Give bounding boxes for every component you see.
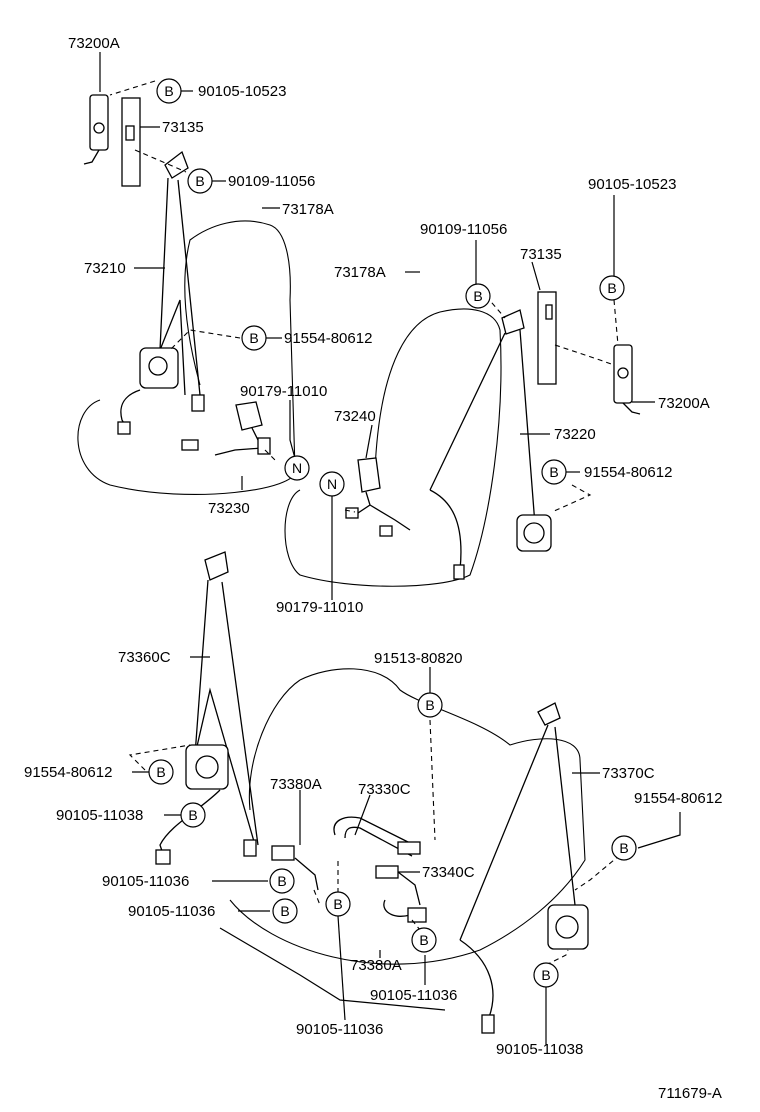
leader-lines <box>99 52 681 1045</box>
label-91554-80612-right: 91554-80612 <box>584 464 672 481</box>
svg-text:B: B <box>473 288 482 304</box>
callout-b-90105-10523-right: B <box>599 275 625 301</box>
callout-b-90105-10523-left: B <box>156 78 182 104</box>
label-73178a-right: 73178A <box>334 264 386 281</box>
front-right-seat-outline <box>284 308 502 587</box>
label-91554-80612-left: 91554-80612 <box>284 330 372 347</box>
label-73200a-right: 73200A <box>658 395 710 412</box>
label-90105-10523-left: 90105-10523 <box>198 83 286 100</box>
callout-b-90105-11036-b: B <box>272 898 298 924</box>
svg-text:B: B <box>607 280 616 296</box>
label-73135-right: 73135 <box>520 246 562 263</box>
callout-n-90179-11010-left: N <box>284 455 310 481</box>
label-90109-11056-left: 90109-11056 <box>228 173 315 190</box>
label-90105-11038-right: 90105-11038 <box>496 1041 583 1058</box>
rear-bench-outline <box>229 668 586 965</box>
rear-left-belt-assembly <box>155 551 259 865</box>
svg-text:B: B <box>277 873 286 889</box>
label-73210: 73210 <box>84 260 126 277</box>
diagram-id: 711679-A <box>658 1085 722 1102</box>
callout-b-91513-80820: B <box>417 692 443 718</box>
label-73200a-left: 73200A <box>68 35 120 52</box>
callout-b-91554-80612-right: B <box>541 459 567 485</box>
svg-text:B: B <box>249 330 258 346</box>
label-73330c: 73330C <box>358 781 411 798</box>
label-90105-11036-a: 90105-11036 <box>102 873 189 890</box>
callout-b-90109-11056-right: B <box>465 283 491 309</box>
svg-text:B: B <box>541 967 550 983</box>
label-91513-80820: 91513-80820 <box>374 650 462 667</box>
label-73370c: 73370C <box>602 765 655 782</box>
callout-b-90105-11036-c: B <box>325 891 351 917</box>
left-front-belt-assembly <box>117 150 205 435</box>
svg-text:B: B <box>280 903 289 919</box>
right-front-belt-assembly <box>429 309 552 580</box>
svg-text:B: B <box>195 173 204 189</box>
right-upper-anchor <box>537 291 641 415</box>
label-73135-left: 73135 <box>162 119 204 136</box>
label-73380a-top: 73380A <box>270 776 322 793</box>
label-91554-80612-rear-right: 91554-80612 <box>634 790 722 807</box>
label-90105-11038-left: 90105-11038 <box>56 807 143 824</box>
svg-text:B: B <box>333 896 342 912</box>
svg-text:B: B <box>419 932 428 948</box>
label-91554-80612-rear-left: 91554-80612 <box>24 764 112 781</box>
callout-b-91554-80612-left: B <box>241 325 267 351</box>
svg-text:B: B <box>156 764 165 780</box>
label-90105-10523-right: 90105-10523 <box>588 176 676 193</box>
svg-text:N: N <box>292 460 302 476</box>
label-90105-11036-d: 90105-11036 <box>370 987 457 1004</box>
svg-text:B: B <box>425 697 434 713</box>
label-90109-11056-right: 90109-11056 <box>420 221 507 238</box>
label-73360c: 73360C <box>118 649 171 666</box>
rear-center-belt-assembly <box>271 816 427 923</box>
svg-text:B: B <box>549 464 558 480</box>
label-73240: 73240 <box>334 408 376 425</box>
callout-b-90105-11038-left: B <box>180 802 206 828</box>
svg-text:N: N <box>327 476 337 492</box>
callout-n-90179-11010-right: N <box>319 471 345 497</box>
svg-text:B: B <box>188 807 197 823</box>
label-73178a-left: 73178A <box>282 201 334 218</box>
label-73380a-bottom: 73380A <box>350 957 402 974</box>
label-90179-11010-right: 90179-11010 <box>276 599 363 616</box>
left-buckle-assembly <box>181 401 271 456</box>
label-90105-11036-c: 90105-11036 <box>296 1021 383 1038</box>
left-upper-anchor <box>83 94 141 187</box>
callout-b-90105-11036-a: B <box>269 868 295 894</box>
label-73220: 73220 <box>554 426 596 443</box>
svg-text:B: B <box>164 83 173 99</box>
callout-b-90109-11056-left: B <box>187 168 213 194</box>
right-buckle-assembly <box>345 457 411 537</box>
rear-right-belt-assembly <box>459 702 589 1034</box>
callout-b-90105-11036-d: B <box>411 927 437 953</box>
label-90179-11010-left: 90179-11010 <box>240 383 327 400</box>
label-90105-11036-b: 90105-11036 <box>128 903 215 920</box>
callout-b-91554-80612-rear-left: B <box>148 759 174 785</box>
svg-text:B: B <box>619 840 628 856</box>
label-73340c: 73340C <box>422 864 475 881</box>
label-73230: 73230 <box>208 500 250 517</box>
callout-b-91554-80612-rear-right: B <box>611 835 637 861</box>
part-labels: 73200A 90105-10523 73135 90109-11056 731… <box>24 35 722 1102</box>
callout-b-90105-11038-right: B <box>533 962 559 988</box>
